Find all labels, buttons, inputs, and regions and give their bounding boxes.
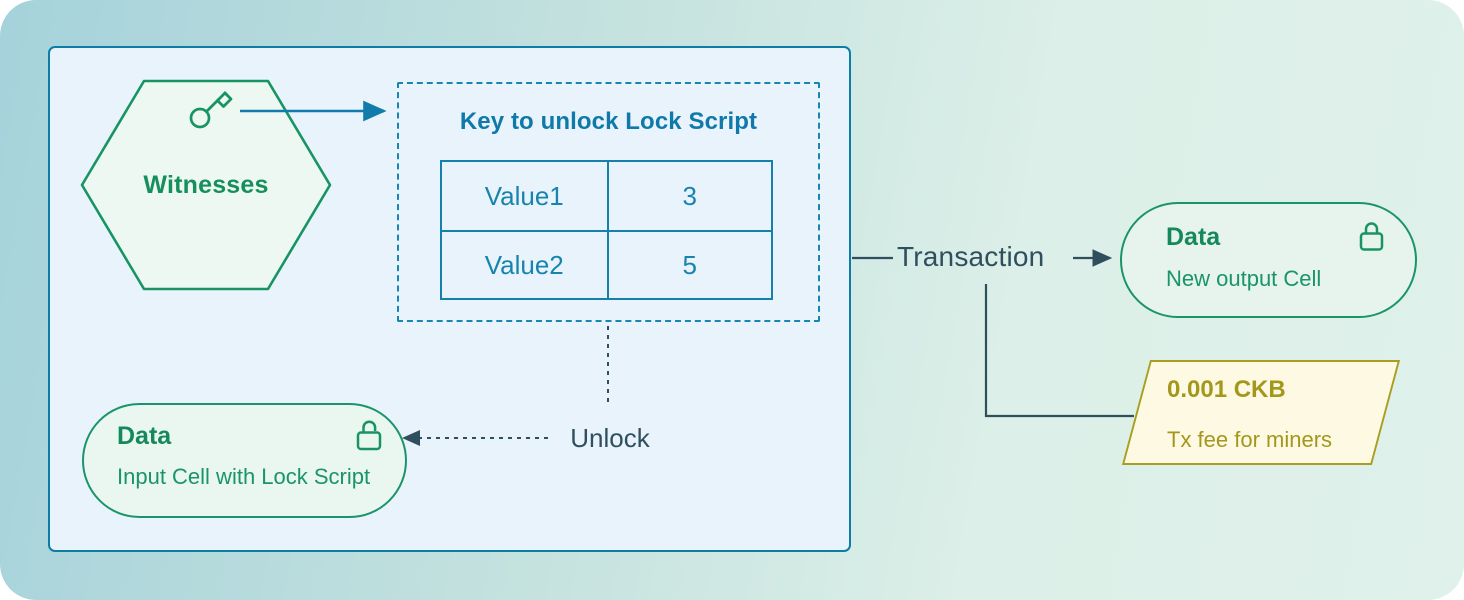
- input-cell-subtitle: Input Cell with Lock Script: [117, 464, 371, 489]
- tx-fee-note: Tx fee for miners: [1167, 427, 1333, 452]
- unlock-label: Unlock: [570, 423, 650, 453]
- transaction-label: Transaction: [897, 241, 1045, 272]
- table-cell-value2: Value2: [442, 230, 607, 298]
- witnesses-hexagon: [80, 79, 332, 291]
- locked-padlock-icon: [1359, 222, 1384, 251]
- output-cell-subtitle: New output Cell: [1166, 266, 1322, 291]
- table-cell-value1: Value1: [484, 180, 564, 211]
- input-cell-title: Data: [117, 422, 172, 450]
- table-cell-3: 3: [606, 162, 772, 230]
- output-cell-title: Data: [1166, 223, 1221, 251]
- output-cell-pill: Data New output Cell: [1120, 202, 1417, 318]
- key-box-title: Key to unlock Lock Script: [459, 108, 758, 135]
- key-icon: [189, 91, 233, 129]
- table-cell-5: 5: [606, 230, 771, 298]
- unlocked-padlock-icon: [356, 420, 382, 451]
- key-script-box: Key to unlock Lock Script: [397, 82, 820, 322]
- witnesses-label: Witnesses: [143, 171, 269, 199]
- transaction-to-fee-elbow: [984, 284, 1134, 418]
- input-cell-pill: Data Input Cell with Lock Script: [82, 403, 407, 518]
- key-values-table: Value1 3 Value2 5: [440, 160, 773, 300]
- tx-fee-amount: 0.001 CKB: [1167, 376, 1286, 403]
